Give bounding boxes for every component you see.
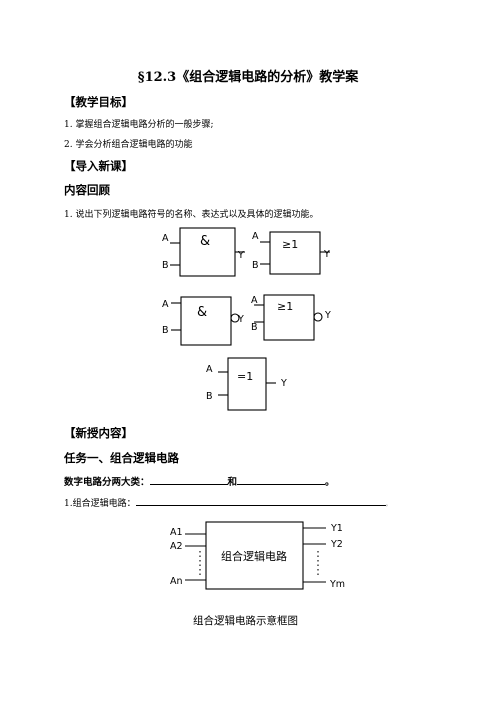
xor-label-y: Y [280, 378, 287, 389]
xor-label-a: A [206, 364, 213, 375]
task-heading: 任务一、组合逻辑电路 [64, 451, 179, 465]
xor-gate-body [227, 357, 267, 411]
or-label-b: B [252, 260, 259, 271]
output-ym-label: Ym [329, 579, 345, 590]
and-gate [170, 227, 245, 277]
nand-symbol: & [197, 305, 207, 320]
and-label-b: B [162, 260, 169, 271]
definition-line: 1.组合逻辑电路： 。 [64, 496, 392, 509]
input-a1-label: A1 [170, 527, 183, 538]
definition-end: 。 [385, 501, 392, 508]
nand-label-b: B [162, 325, 169, 336]
block-label: 组合逻辑电路 [221, 549, 287, 563]
and-label-y: Y [237, 250, 244, 261]
nor-gate [254, 294, 323, 341]
definition-label: 1.组合逻辑电路： [64, 499, 136, 509]
definition-blank[interactable] [135, 496, 386, 506]
or-gate [260, 231, 330, 275]
objective-item-2: 2. 学会分析组合逻辑电路的功能 [64, 140, 193, 150]
review-subheading: 内容回顾 [64, 183, 110, 197]
nor-label-b: B [251, 322, 258, 333]
nand-inversion-bubble [230, 313, 240, 323]
nand-gate [171, 296, 240, 346]
categories-and: 和 [227, 477, 238, 488]
nor-label-y: Y [324, 310, 331, 321]
output-y1-label: Y1 [330, 523, 343, 534]
xor-gate [218, 357, 276, 411]
review-item-1: 1. 说出下列逻辑电路符号的名称、表达式以及具体的逻辑功能。 [64, 210, 319, 220]
block-caption: 组合逻辑电路示意框图 [193, 614, 298, 627]
categories-end: 。 [325, 477, 335, 488]
nor-symbol: ≥1 [277, 300, 293, 313]
nor-label-a: A [251, 295, 258, 306]
categories-line: 数字电路分两大类： 和 。 [64, 474, 335, 488]
input-an-label: An [170, 576, 183, 587]
output-y2-label: Y2 [330, 539, 343, 550]
objective-item-1: 1. 掌握组合逻辑电路分析的一般步骤; [64, 120, 214, 130]
nand-label-y: Y [237, 314, 244, 325]
and-symbol: & [200, 234, 210, 249]
blank-2[interactable] [237, 475, 326, 485]
input-a2-label: A2 [170, 541, 183, 552]
or-gate-body [269, 231, 321, 275]
block-diagram [185, 521, 326, 590]
new-content-heading: 【新授内容】 [64, 426, 133, 440]
or-symbol: ≥1 [282, 238, 298, 251]
or-label-a: A [252, 231, 259, 242]
page-title: §12.3《组合逻辑电路的分析》教学案 [137, 70, 359, 85]
and-label-a: A [162, 233, 169, 244]
block-diagram-box [205, 521, 304, 590]
nand-label-a: A [162, 299, 169, 310]
blank-1[interactable] [149, 475, 228, 485]
or-label-y: Y [323, 249, 330, 260]
nor-inversion-bubble [313, 312, 323, 322]
nand-gate-body [180, 296, 232, 346]
xor-symbol: =1 [237, 370, 253, 383]
intro-heading: 【导入新课】 [64, 159, 133, 173]
objectives-heading: 【教学目标】 [64, 95, 133, 109]
categories-label: 数字电路分两大类： [64, 477, 150, 488]
xor-label-b: B [206, 391, 213, 402]
